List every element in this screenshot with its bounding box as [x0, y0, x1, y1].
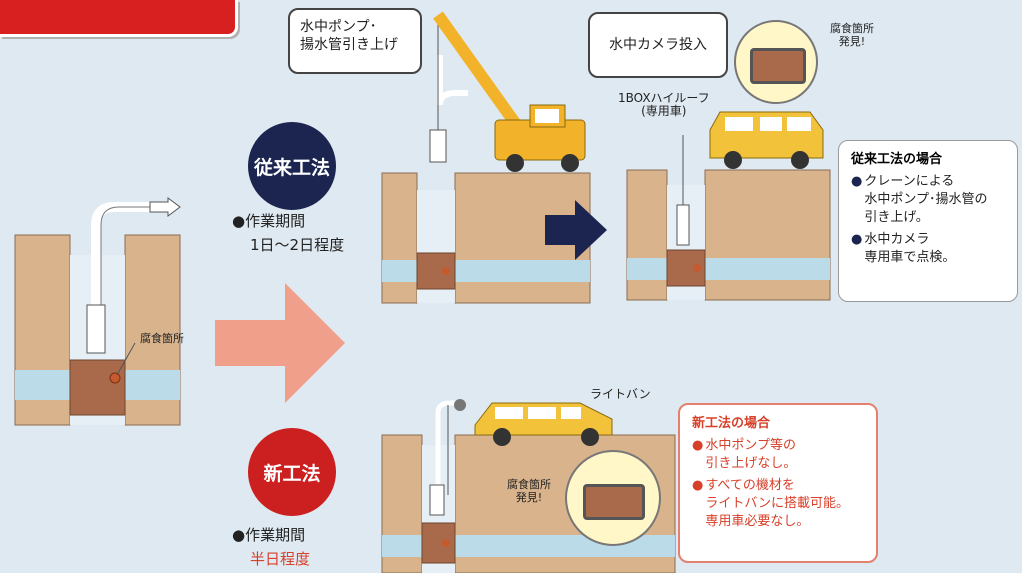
conventional-method-badge: 従来工法: [248, 122, 336, 210]
note-line: 水中ポンプ･揚水管の: [864, 192, 988, 207]
note-line: すべての機材を: [705, 478, 795, 493]
note-line: クレーンによる: [864, 174, 955, 189]
vehicle-label-conventional-line2: (専用車): [641, 104, 687, 118]
camera-insert-callout: 水中カメラ投入: [588, 12, 728, 78]
note-line: 引き上げなし。: [705, 456, 797, 471]
corrosion-found-new-line1: 腐食箇所: [507, 478, 551, 491]
new-period-label: ●作業期間: [232, 526, 306, 544]
new-method-badge: 新工法: [248, 428, 336, 516]
corrosion-found-conventional-line1: 腐食箇所: [830, 22, 874, 35]
vehicle-label-conventional-line1: 1BOXハイルーフ: [618, 91, 710, 105]
note-line: 専用車で点検。: [864, 250, 956, 265]
conventional-note-item-2: ● 水中カメラ 専用車で点検。: [851, 231, 1005, 267]
camera-step-illustration: [626, 111, 831, 301]
title-banner: [0, 0, 238, 37]
note-line: 引き上げ。: [864, 210, 929, 225]
step-arrow: [545, 200, 607, 260]
corrosion-found-new-line2: 発見!: [515, 491, 543, 504]
corrosion-label-original: 腐食箇所: [140, 332, 184, 345]
conventional-note-title: 従来工法の場合: [851, 152, 943, 167]
pump-lift-callout-line1: 水中ポンプ･: [300, 19, 377, 35]
bullet: ●: [692, 478, 704, 493]
corrosion-found-conventional-line2: 発見!: [838, 35, 866, 48]
new-note-item-2: ● すべての機材を ライトバンに搭載可能。 専用車必要なし。: [692, 477, 864, 531]
new-note-item-1: ● 水中ポンプ等の 引き上げなし。: [692, 437, 864, 473]
note-line: ライトバンに搭載可能。: [705, 496, 849, 511]
bullet: ●: [851, 232, 863, 247]
pump-lift-callout: 水中ポンプ･ 揚水管引き上げ: [288, 8, 422, 74]
note-line: 水中ポンプ等の: [705, 438, 796, 453]
monitor-bubble-conventional: [734, 20, 818, 104]
new-note-title: 新工法の場合: [692, 416, 771, 431]
note-line: 水中カメラ: [864, 232, 930, 247]
conventional-note: 従来工法の場合 ● クレーンによる 水中ポンプ･揚水管の 引き上げ。 ● 水中カ…: [838, 140, 1018, 302]
vehicle-label-new: ライトバン: [590, 387, 651, 401]
new-method-note: 新工法の場合 ● 水中ポンプ等の 引き上げなし。 ● すべての機材を ライトバン…: [678, 403, 878, 563]
monitor-bubble-new: [565, 450, 661, 546]
note-line: 専用車必要なし。: [705, 514, 810, 529]
crane-step-illustration: [381, 11, 591, 304]
conventional-period-label: ●作業期間: [232, 212, 306, 230]
well-illustration-original: ×: [14, 197, 181, 426]
new-period-value: 半日程度: [250, 550, 311, 568]
conventional-period-value: 1日〜2日程度: [250, 236, 345, 254]
corrosion-found-new: 腐食箇所 発見!: [507, 478, 551, 504]
conventional-note-item-1: ● クレーンによる 水中ポンプ･揚水管の 引き上げ。: [851, 173, 1005, 227]
bullet: ●: [692, 438, 704, 453]
bullet: ●: [851, 174, 863, 189]
corrosion-found-conventional: 腐食箇所 発見!: [830, 22, 874, 48]
pump-lift-callout-line2: 揚水管引き上げ: [300, 37, 398, 53]
vehicle-label-conventional: 1BOXハイルーフ (専用車): [618, 92, 710, 118]
transition-arrow: [215, 283, 345, 403]
